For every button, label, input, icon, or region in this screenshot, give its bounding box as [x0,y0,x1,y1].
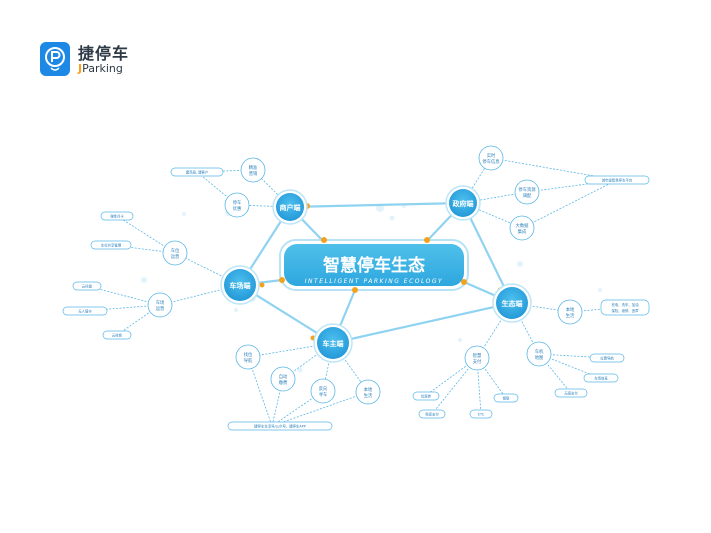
lot-leaf-sharing: 车位共享管理 [101,242,122,247]
eco-leaf-etc: ETC [478,412,485,416]
center-node: 智慧停车生态 INTELLIGENT PARKING ECOLOGY [279,239,469,291]
eco-leaf-alipay: 免密支付 [425,411,439,416]
eco-leaf-bank: 银联 [503,395,510,400]
owner-life-l2: 生活 [364,392,373,399]
eco-leaf-location: 位置导航 [600,355,614,360]
government-leaf: 城市级智慧停车平台 [602,177,633,182]
owner-life-l1: 本地 [364,386,373,393]
brand-subtitle: JParking [78,62,123,75]
sub-nodes [147,145,583,405]
government-label: 政府端 [453,199,474,208]
gov-bigdata-l2: 集成 [518,228,527,235]
eco-leaf-services: 充电、洗车、加油 [611,302,639,307]
eco-pay-l1: 智慧 [473,352,482,359]
leaf-labels: 建商扇, 建客户 城市级智慧停车平台 弹性月卡 车位共享管理 云托管 无人值守 … [78,169,639,428]
owner-find-l1: 找位 [244,351,253,358]
owner-reverse-l1: 反向 [319,385,328,392]
main-node-government: 政府端 [445,185,481,221]
brand-logo: 捷停车 JParking [40,42,150,80]
lot-space-l1: 车位 [171,247,180,254]
eco-leaf-coupon: 优惠券 [421,393,432,398]
main-node-ecology: 生态端 [492,283,532,323]
merchant-leaf: 建商扇, 建客户 [186,169,209,174]
brand-subtitle-rest: Parking [82,62,123,75]
owner-label: 车主端 [323,339,344,348]
center-title: 智慧停车生态 [323,255,425,276]
lot-leaf-unattended: 无人值守 [78,308,92,313]
lot-space-l2: 运营 [171,253,180,260]
eco-leaf-road: 车场信息 [594,375,608,380]
gov-dispatch-l1: 停车资源 [518,186,536,193]
owner-pay-l2: 缴费 [279,379,288,386]
main-node-owner: 车主端 [313,323,353,363]
leaf-pills [62,167,650,431]
lot-leaf-cloud: 云托管 [82,283,93,288]
parking-lot-label: 车场端 [230,281,251,290]
owner-pay-l1: 自动 [279,373,288,380]
eco-leaf-services2: 保险、维修、违章 [611,308,639,313]
main-node-merchant: 商户端 [272,189,308,225]
ecology-label: 生态端 [502,299,523,308]
gov-bigdata-l1: 大数据 [516,222,530,229]
owner-find-l2: 导航 [244,357,253,364]
merchant-marketing-l2: 营销 [249,170,258,177]
owner-leaf: 捷停车生活号/公众号、捷停车APP [254,423,306,428]
parking-logo-icon [40,42,70,76]
merchant-discount-l2: 优惠 [233,205,242,212]
owner-ecology-line [332,301,513,345]
merchant-label: 商户端 [280,203,301,212]
eco-map-l1: 车机 [535,348,544,355]
lot-leaf-rent: 弹性月卡 [110,213,124,218]
merchant-government-line [289,201,464,209]
main-node-parking-lot: 车场端 [220,265,260,305]
lot-leaf-payment: 云收费 [112,332,123,337]
lot-operation-l2: 运营 [156,305,165,312]
merchant-marketing-l1: 精准 [249,164,258,171]
brand-title: 捷停车 [78,44,130,63]
eco-life-l2: 生活 [566,312,575,319]
gov-dispatch-l2: 调配 [523,192,532,199]
eco-map-l2: 地图 [535,354,544,361]
gov-realtime-l1: 实时 [487,152,496,159]
merchant-discount-l1: 停车 [233,199,242,206]
lot-operation-l1: 车场 [156,299,165,306]
sub-node-labels: 精准 营销 停车 优惠 实时 停车信息 停车资源 调配 大数据 集成 车位 运营… [156,152,575,399]
gov-realtime-l2: 停车信息 [482,158,500,165]
owner-reverse-l2: 寻车 [319,391,328,398]
eco-pay-l2: 支付 [473,358,482,365]
eco-leaf-nofeel: 无感支付 [564,390,578,395]
eco-life-l1: 本地 [566,306,575,313]
brand-subtitle-j: J [78,62,83,75]
center-subtitle: INTELLIGENT PARKING ECOLOGY [305,278,443,285]
